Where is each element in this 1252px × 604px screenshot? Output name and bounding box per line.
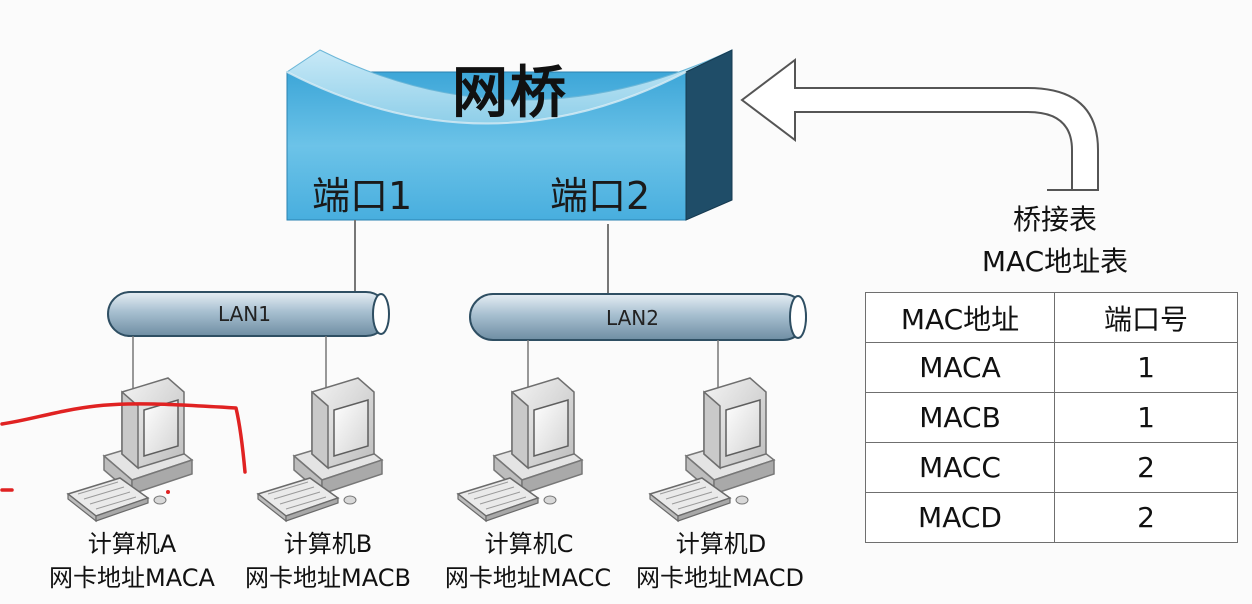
table-caption-mac: MAC地址表 xyxy=(981,245,1129,278)
table-row: MACB 1 xyxy=(865,392,1238,443)
cell-port: 1 xyxy=(1054,392,1238,443)
computer-a-name: 计算机A xyxy=(87,530,177,558)
lan1-bus xyxy=(107,291,390,337)
cell-port: 2 xyxy=(1054,442,1238,493)
table-row: MACC 2 xyxy=(865,442,1238,493)
cell-port: 1 xyxy=(1054,342,1238,393)
computer-c-name: 计算机C xyxy=(484,530,574,558)
bridge-title: 网桥 xyxy=(452,61,568,126)
table-header-row: MAC地址 端口号 xyxy=(865,292,1238,343)
red-annotation-dot xyxy=(166,490,170,494)
computer-b-icon xyxy=(257,377,383,522)
port2-label: 端口2 xyxy=(550,174,651,218)
cell-port: 2 xyxy=(1054,492,1238,543)
computer-c-icon xyxy=(457,377,583,522)
computer-d-icon xyxy=(649,377,775,522)
header-mac: MAC地址 xyxy=(865,292,1055,343)
cell-mac: MACA xyxy=(865,342,1055,393)
computer-b-name: 计算机B xyxy=(283,530,373,558)
cell-mac: MACC xyxy=(865,442,1055,493)
lan2-label: LAN2 xyxy=(606,306,659,330)
red-annotation-stroke xyxy=(0,402,247,474)
lan1-label: LAN1 xyxy=(218,302,271,326)
computer-d-mac: 网卡地址MACD xyxy=(636,564,804,592)
computer-b-mac: 网卡地址MACB xyxy=(245,564,411,592)
table-caption-bridge: 桥接表 xyxy=(1012,203,1097,236)
bridge-device xyxy=(286,49,733,221)
cell-mac: MACB xyxy=(865,392,1055,443)
computer-a-mac: 网卡地址MACA xyxy=(49,564,215,592)
port1-label: 端口1 xyxy=(312,174,413,218)
cell-mac: MACD xyxy=(865,492,1055,543)
header-port: 端口号 xyxy=(1054,292,1238,343)
mac-address-table: MAC地址 端口号 MACA 1 MACB 1 MACC 2 MACD 2 xyxy=(865,292,1238,543)
table-row: MACD 2 xyxy=(865,492,1238,543)
table-row: MACA 1 xyxy=(865,342,1238,393)
bridge-table-arrow xyxy=(740,57,1099,191)
computer-d-name: 计算机D xyxy=(675,530,767,558)
computer-a-icon xyxy=(67,377,193,522)
computer-c-mac: 网卡地址MACC xyxy=(444,564,612,592)
lan2-bus xyxy=(469,293,807,341)
